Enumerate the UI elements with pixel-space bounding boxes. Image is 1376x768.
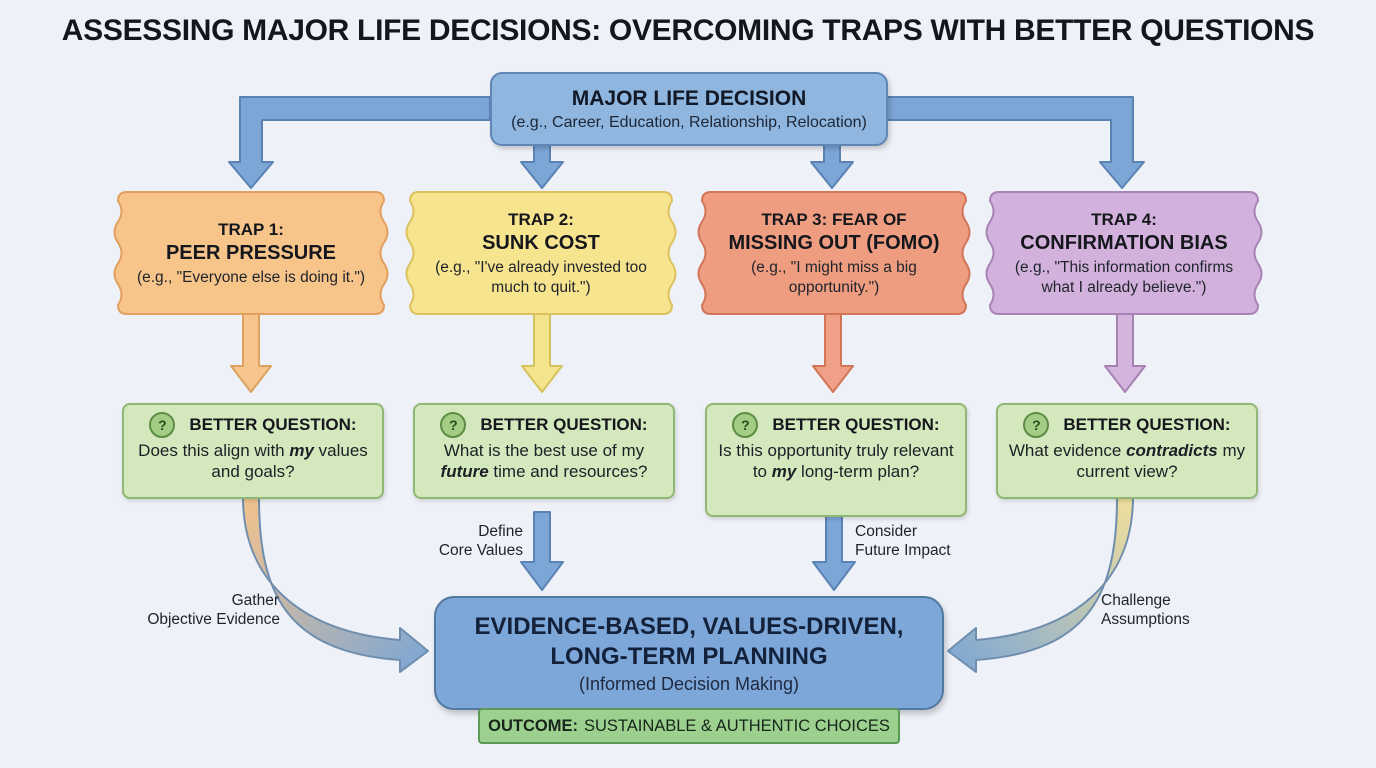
question-2-to-result-arrow [520, 511, 564, 591]
question-mark-icon: ? [149, 412, 176, 438]
outcome-banner: OUTCOME: SUSTAINABLE & AUTHENTIC CHOICES [478, 708, 900, 744]
major-life-decision-box: MAJOR LIFE DECISION (e.g., Career, Educa… [490, 72, 888, 146]
edge-label-challenge-assumptions: Challenge Assumptions [1101, 592, 1190, 628]
result-subtitle: (Informed Decision Making) [578, 673, 800, 694]
question-mark-icon: ? [440, 412, 467, 438]
evidence-based-planning-box: EVIDENCE-BASED, VALUES-DRIVEN, LONG-TERM… [434, 596, 944, 710]
question-3-to-result-arrow [812, 511, 856, 591]
diagram-title: ASSESSING MAJOR LIFE DECISIONS: OVERCOMI… [61, 14, 1315, 47]
trap-1-outline [113, 191, 389, 315]
decision-title: MAJOR LIFE DECISION [571, 86, 807, 110]
trap-label: TRAP 3: FEAR OF [761, 209, 907, 229]
decision-to-trap-2-arrow [520, 142, 564, 189]
emphasis-word: my [289, 441, 314, 460]
trap-2-to-question-arrow [521, 313, 563, 393]
better-question-heading: BETTER QUESTION: [772, 415, 940, 434]
outcome-text: SUSTAINABLE & AUTHENTIC CHOICES [583, 716, 890, 735]
trap-2-outline [405, 191, 677, 315]
edge-label-gather-evidence: Gather Objective Evidence [147, 592, 280, 628]
better-question-text: What evidence contradicts my current vie… [1008, 441, 1246, 481]
decision-to-trap-4-arrow [885, 96, 1145, 189]
trap-4-box: TRAP 4:CONFIRMATION BIAS (e.g., "This inf… [985, 191, 1263, 315]
trap-1-shape [113, 191, 389, 315]
decision-examples: (e.g., Career, Education, Relationship, … [511, 113, 867, 131]
result-title-line-1: EVIDENCE-BASED, VALUES-DRIVEN, [474, 612, 904, 640]
decision-to-trap-1-arrow [228, 96, 491, 189]
better-question-heading: BETTER QUESTION: [189, 415, 357, 434]
better-question-text: Is this opportunity truly relevant to my… [718, 441, 954, 481]
trap-1-to-question-arrow [230, 313, 272, 393]
trap-example: (e.g., "I might miss a big opportunity."… [751, 258, 917, 296]
trap-example: (e.g., "This information confirms what I… [1014, 258, 1234, 296]
better-question-2-box: ? BETTER QUESTION: What is the best use of… [413, 403, 675, 499]
emphasis-word: my [771, 462, 797, 481]
better-question-text: What is the best use of my future time a… [440, 441, 648, 481]
question-4-to-result-curved-arrow [947, 496, 1134, 673]
trap-3-shape [697, 191, 971, 315]
trap-2-shape [405, 191, 677, 315]
better-question-1-box: ? BETTER QUESTION: Does this align with my… [122, 403, 384, 499]
trap-3-to-question-arrow [812, 313, 854, 393]
emphasis-word: contradicts [1126, 441, 1218, 460]
trap-name: CONFIRMATION BIAS [1020, 231, 1228, 254]
better-question-4-box: ? BETTER QUESTION: What evidence contradic… [996, 403, 1258, 499]
edge-label-define-core-values: Define Core Values [438, 523, 523, 559]
question-mark-icon: ? [1023, 412, 1050, 438]
better-question-heading: BETTER QUESTION: [1063, 415, 1231, 434]
decision-to-trap-3-arrow [810, 142, 854, 189]
better-question-3-box: ? BETTER QUESTION: Is this opportunity tru… [705, 403, 967, 517]
better-question-heading: BETTER QUESTION: [480, 415, 648, 434]
question-mark-icon: ? [732, 412, 759, 438]
emphasis-word: future [440, 462, 489, 481]
trap-4-outline [985, 191, 1263, 315]
trap-4-shape [985, 191, 1263, 315]
trap-3-outline [697, 191, 971, 315]
trap-example: (e.g., "Everyone else is doing it.") [136, 268, 366, 286]
result-title-line-2: LONG-TERM PLANNING [550, 642, 828, 670]
trap-name: MISSING OUT (FOMO) [728, 231, 940, 254]
trap-4-to-question-arrow [1104, 313, 1146, 393]
trap-name: SUNK COST [482, 231, 600, 254]
trap-2-box: TRAP 2:SUNK COST (e.g., "I've already inv… [405, 191, 677, 315]
trap-label: TRAP 2: [508, 209, 574, 229]
trap-name: PEER PRESSURE [165, 241, 337, 264]
trap-example: (e.g., "I've already invested too much t… [435, 258, 647, 296]
outcome-label: OUTCOME: [488, 716, 578, 735]
trap-label: TRAP 1: [218, 219, 284, 239]
trap-label: TRAP 4: [1091, 209, 1157, 229]
question-1-to-result-curved-arrow [242, 496, 429, 673]
edge-label-consider-future-impact: Consider Future Impact [855, 523, 951, 559]
better-question-text: Does this align with my values and goals… [138, 441, 368, 481]
trap-1-box: TRAP 1:PEER PRESSURE (e.g., "Everyone els… [113, 191, 389, 315]
